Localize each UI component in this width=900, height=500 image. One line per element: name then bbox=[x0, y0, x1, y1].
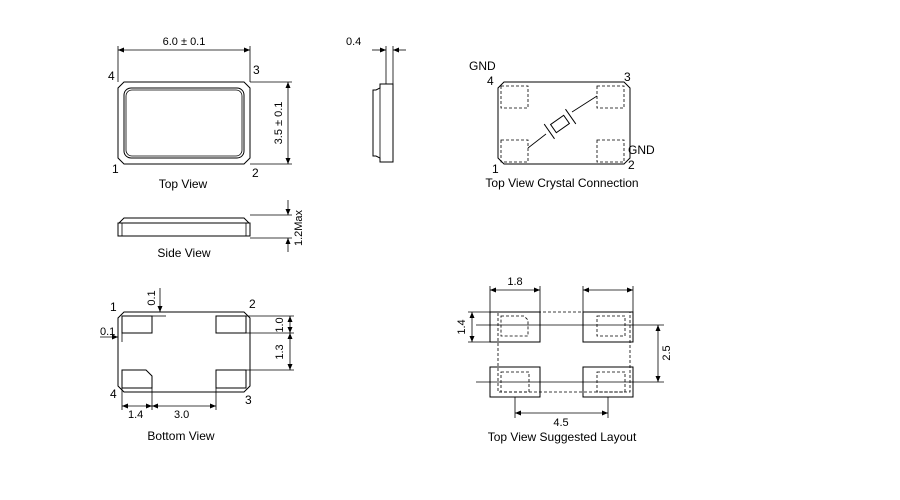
side-view-body bbox=[117, 222, 251, 237]
bottom-top-gap-dim: 0.1 bbox=[146, 290, 158, 305]
top-view-lid-inner bbox=[125, 89, 243, 157]
crystal-outline bbox=[497, 81, 631, 165]
top-view-width-dim: 6.0 ± 0.1 bbox=[163, 36, 206, 48]
top-view: 6.0 ± 0.1 3.5 ± 0.1 4 3 1 2 Top View bbox=[108, 36, 292, 191]
arrowheads bbox=[112, 334, 118, 340]
layout-pitch-y-dim: 2.5 bbox=[661, 345, 673, 360]
crystal-pin-4: 4 bbox=[487, 74, 494, 88]
bottom-view: 0.1 0.1 1.0 1.3 1.4 3.0 1 2 3 4 Bottom V… bbox=[100, 288, 294, 443]
layout-pad-width-dim: 1.8 bbox=[507, 276, 522, 288]
side-view-lid bbox=[117, 217, 251, 224]
top-view-pin-1: 1 bbox=[112, 162, 119, 176]
bottom-pin-3: 3 bbox=[245, 393, 252, 407]
bottom-pin-2: 2 bbox=[249, 297, 256, 311]
suggested-layout: 1.8 1.4 2.5 4.5 Top View Suggested Layou… bbox=[456, 276, 673, 444]
bottom-pad-1 bbox=[121, 315, 153, 334]
bottom-pad-gap-dim: 1.3 bbox=[274, 344, 286, 359]
arrowheads bbox=[380, 47, 399, 53]
bottom-pad-2 bbox=[215, 315, 247, 334]
top-view-pin-4: 4 bbox=[108, 69, 115, 83]
bottom-pad-3 bbox=[215, 369, 247, 389]
crystal-pin-2: 2 bbox=[628, 158, 635, 172]
top-view-caption: Top View bbox=[159, 177, 208, 191]
crystal-pin-1: 1 bbox=[492, 162, 499, 176]
wire-lower bbox=[527, 133, 547, 149]
bottom-pad-height-dim: 1.0 bbox=[274, 317, 286, 332]
crystal-plate bbox=[543, 123, 555, 140]
crystal-connection-caption: Top View Crystal Connection bbox=[485, 176, 638, 190]
side-view: 1.2Max Side View bbox=[117, 200, 305, 260]
arrowheads bbox=[469, 312, 475, 342]
component-pad-2 bbox=[596, 315, 626, 337]
side-view-height-dim: 1.2Max bbox=[293, 209, 305, 246]
bottom-view-caption: Bottom View bbox=[147, 429, 214, 443]
thickness-profile: 0.4 bbox=[346, 36, 406, 163]
pad-2 bbox=[596, 139, 625, 163]
profile-outline bbox=[372, 83, 394, 163]
top-view-lid bbox=[123, 87, 245, 159]
layout-pad-height-dim: 1.4 bbox=[456, 319, 468, 334]
bottom-pad-4 bbox=[121, 369, 153, 389]
bottom-left-gap-dim: 0.1 bbox=[100, 326, 115, 338]
gnd-label-top: GND bbox=[469, 59, 496, 73]
pad-3 bbox=[596, 85, 625, 109]
arrowheads bbox=[157, 306, 163, 312]
pad-1 bbox=[500, 139, 529, 163]
gnd-label-bottom: GND bbox=[628, 143, 655, 157]
crystal-pin-3: 3 bbox=[624, 70, 631, 84]
top-view-pin-2: 2 bbox=[252, 166, 259, 180]
bottom-pad-width-dim: 1.4 bbox=[128, 409, 143, 421]
crystal-symbol bbox=[543, 108, 577, 140]
arrowheads bbox=[287, 316, 293, 370]
layout-body-outline bbox=[497, 311, 631, 393]
thickness-dim: 0.4 bbox=[346, 36, 361, 48]
arrowheads bbox=[285, 209, 291, 244]
bottom-pad-space-dim: 3.0 bbox=[174, 409, 189, 421]
top-view-outline bbox=[117, 81, 251, 165]
land-pad-1 bbox=[489, 311, 541, 343]
crystal-element bbox=[549, 114, 571, 134]
bottom-pin-1: 1 bbox=[110, 300, 117, 314]
component-pad-1 bbox=[500, 315, 529, 337]
bottom-pin-4: 4 bbox=[110, 387, 117, 401]
land-pad-2 bbox=[582, 311, 634, 343]
layout-pitch-x-dim: 4.5 bbox=[553, 417, 568, 429]
wire-upper bbox=[571, 95, 598, 113]
layout-caption: Top View Suggested Layout bbox=[488, 430, 637, 444]
top-view-pin-3: 3 bbox=[253, 63, 260, 77]
top-view-height-dim: 3.5 ± 0.1 bbox=[273, 102, 285, 145]
pad-4 bbox=[500, 85, 529, 109]
side-view-caption: Side View bbox=[157, 246, 210, 260]
arrowheads bbox=[655, 325, 661, 382]
crystal-plate bbox=[565, 108, 577, 125]
bottom-view-outline bbox=[117, 311, 251, 393]
crystal-connection: GND GND 4 3 1 2 Top View Crystal Connect… bbox=[469, 59, 655, 190]
